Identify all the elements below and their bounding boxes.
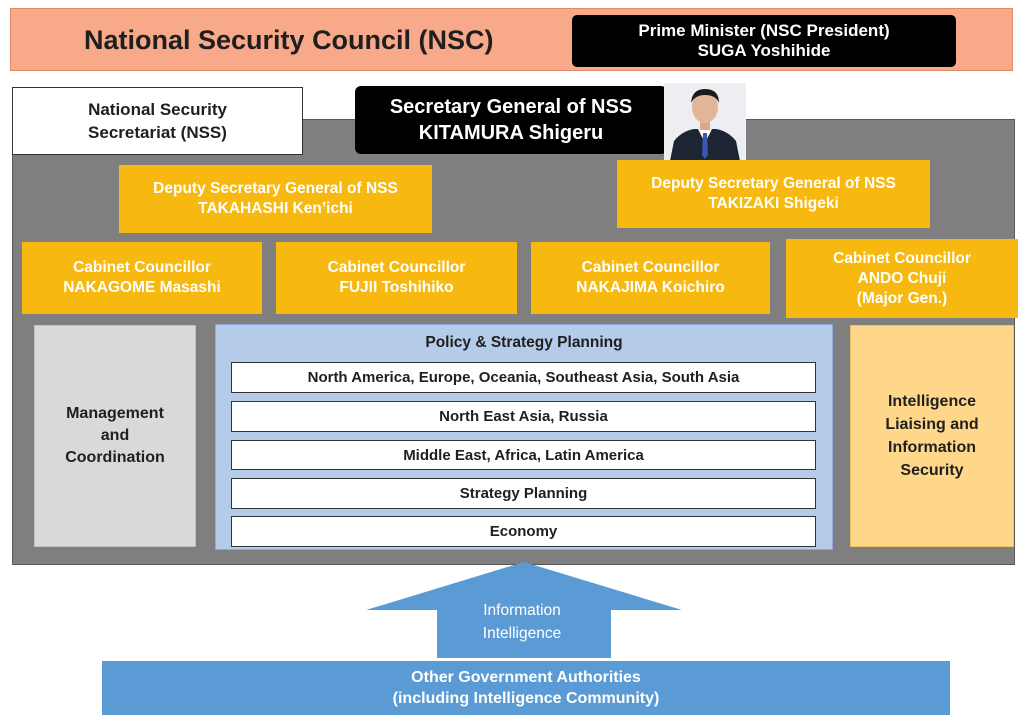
- management-line: Management: [66, 405, 164, 422]
- deputy-name: TAKIZAKI Shigeki: [708, 195, 839, 212]
- nss-label: National Security Secretariat (NSS): [12, 87, 303, 155]
- deputy-role: Deputy Secretary General of NSS: [153, 180, 398, 197]
- policy-row: North America, Europe, Oceania, Southeas…: [231, 362, 816, 393]
- arrow-label-line1: Information: [483, 602, 561, 619]
- management-line: Coordination: [65, 449, 165, 466]
- councillor-name: FUJII Toshihiko: [339, 279, 454, 296]
- arrow-label-line2: Intelligence: [482, 625, 562, 642]
- policy-row: Strategy Planning: [231, 478, 816, 509]
- arrow-label: Information Intelligence: [433, 596, 611, 648]
- cabinet-councillor-2: Cabinet Councillor FUJII Toshihiko: [276, 242, 517, 314]
- secretary-general-role: Secretary General of NSS: [389, 96, 633, 118]
- secretary-general-photo: [664, 83, 746, 161]
- authorities-line1: Other Government Authorities: [411, 669, 641, 686]
- policy-row: North East Asia, Russia: [231, 401, 816, 432]
- management-line: and: [100, 427, 130, 444]
- councillor-role: Cabinet Councillor: [833, 249, 971, 267]
- deputy-secretary-general-2: Deputy Secretary General of NSS TAKIZAKI…: [617, 160, 930, 228]
- cabinet-councillor-3: Cabinet Councillor NAKAJIMA Koichiro: [531, 242, 770, 314]
- nss-label-line2: Secretariat (NSS): [88, 123, 227, 142]
- prime-minister-role: Prime Minister (NSC President): [638, 21, 890, 40]
- intelligence-line: Intelligence: [887, 393, 977, 410]
- cabinet-councillor-4: Cabinet Councillor ANDO Chuji (Major Gen…: [786, 239, 1018, 318]
- councillor-note: (Major Gen.): [856, 289, 948, 307]
- councillor-name: ANDO Chuji: [857, 269, 947, 287]
- intelligence-line: Information: [888, 439, 976, 456]
- councillor-name: NAKAGOME Masashi: [63, 279, 221, 296]
- councillor-role: Cabinet Councillor: [327, 259, 466, 276]
- nss-label-line1: National Security: [88, 100, 227, 119]
- authorities-line2: (including Intelligence Community): [392, 690, 660, 707]
- information-flow-arrow: [366, 562, 682, 658]
- portrait-image: [664, 83, 746, 161]
- cabinet-councillor-1: Cabinet Councillor NAKAGOME Masashi: [22, 242, 262, 314]
- policy-strategy-box: [215, 324, 833, 550]
- councillor-role: Cabinet Councillor: [73, 259, 211, 276]
- secretary-general-box: Secretary General of NSS KITAMURA Shiger…: [355, 86, 667, 154]
- deputy-name: TAKAHASHI Ken’ichi: [198, 200, 353, 217]
- deputy-secretary-general-1: Deputy Secretary General of NSS TAKAHASH…: [119, 165, 432, 233]
- management-coordination-box: Management and Coordination: [34, 325, 196, 547]
- secretary-general-name: KITAMURA Shigeru: [418, 122, 604, 144]
- intelligence-line: Security: [900, 462, 964, 479]
- policy-strategy-title: Policy & Strategy Planning: [425, 334, 623, 351]
- councillor-name: NAKAJIMA Koichiro: [576, 279, 725, 296]
- prime-minister-name: SUGA Yoshihide: [697, 41, 831, 60]
- intelligence-line: Liaising and: [885, 416, 979, 433]
- deputy-role: Deputy Secretary General of NSS: [651, 175, 896, 192]
- policy-row: Middle East, Africa, Latin America: [231, 440, 816, 470]
- prime-minister-box: Prime Minister (NSC President) SUGA Yosh…: [572, 15, 956, 67]
- councillor-role: Cabinet Councillor: [581, 259, 720, 276]
- nsc-title: National Security Council (NSC): [84, 24, 494, 55]
- policy-row: Economy: [231, 516, 816, 547]
- intelligence-box: Intelligence Liaising and Information Se…: [850, 325, 1014, 547]
- other-government-authorities-box: Other Government Authorities (including …: [102, 661, 950, 715]
